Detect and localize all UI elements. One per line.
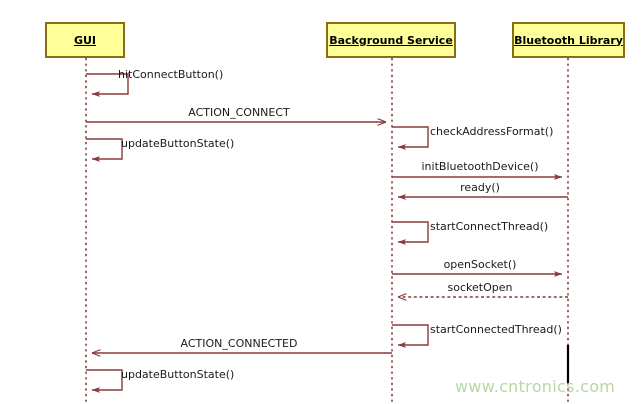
message-label-start-connected-thread: startConnectedThread() — [430, 323, 562, 336]
message-label-update-button-state-1: updateButtonState() — [121, 137, 235, 150]
message-label-check-address-format: checkAddressFormat() — [430, 125, 554, 138]
message-start-connect-thread — [392, 221, 429, 245]
message-label-init-bluetooth-device: initBluetoothDevice() — [421, 160, 539, 173]
message-check-address-format — [392, 126, 429, 150]
message-label-action-connected: ACTION_CONNECTED — [180, 337, 298, 350]
message-label-hit-connect-button: hitConnectButton() — [118, 68, 224, 81]
participant-gui[interactable]: GUI — [45, 22, 125, 58]
participant-gui-label: GUI — [73, 33, 97, 47]
message-label-ready: ready() — [460, 181, 500, 194]
message-label-update-button-state-2: updateButtonState() — [121, 368, 235, 381]
message-label-open-socket: openSocket() — [443, 258, 517, 271]
participant-background-service[interactable]: Background Service — [326, 22, 456, 58]
message-label-start-connect-thread: startConnectThread() — [430, 220, 549, 233]
message-start-connected-thread — [392, 324, 429, 348]
participant-bluetooth-library[interactable]: Bluetooth Library — [512, 22, 625, 58]
message-hit-connect-button — [86, 73, 129, 97]
participant-bluetooth-library-label: Bluetooth Library — [514, 33, 623, 47]
message-update-button-state-2 — [86, 369, 123, 393]
message-label-action-connect: ACTION_CONNECT — [188, 106, 290, 119]
watermark-text: www.cntronics.com — [455, 377, 616, 396]
message-label-socket-open: socketOpen — [447, 281, 513, 294]
participant-background-service-label: Background Service — [329, 33, 453, 47]
message-update-button-state-1 — [86, 138, 123, 162]
lifelines — [85, 58, 569, 404]
